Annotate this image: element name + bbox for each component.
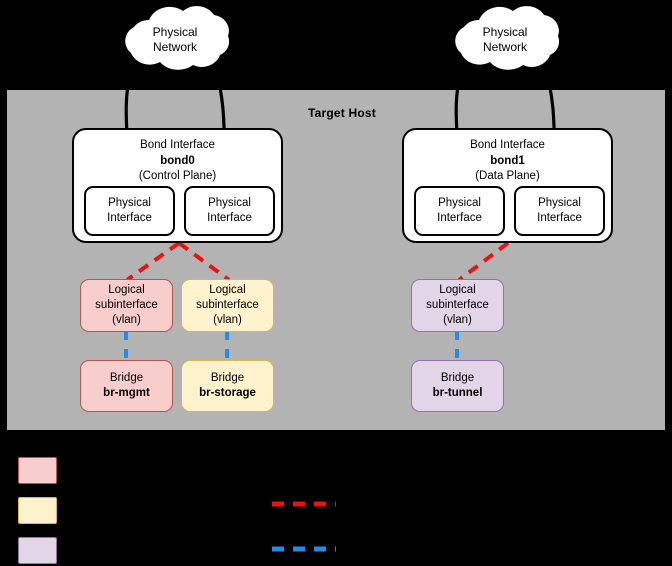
bond0-header: Bond Interface bond0 (Control Plane) — [74, 138, 281, 185]
legend-swatch-mgmt — [18, 457, 57, 484]
cloud-right-line2: Network — [482, 40, 527, 54]
bond-group-bond1[interactable]: Bond Interface bond1 (Data Plane) Physic… — [402, 128, 613, 243]
bond1-role: (Data Plane) — [475, 170, 540, 183]
bond1-physical-interface-2[interactable]: Physical Interface — [514, 186, 605, 236]
bond1-nic2-line1: Physical — [538, 197, 581, 210]
vlan-tunnel-line2: subinterface — [426, 299, 489, 312]
cloud-left-label: Physical Network — [120, 8, 230, 78]
bond1-name: bond1 — [490, 154, 525, 167]
br-mgmt-name: br-mgmt — [103, 387, 150, 399]
vlan-link-bond1-tunnel — [457, 241, 510, 282]
bond0-title: Bond Interface — [140, 139, 215, 151]
bond1-nic1-line1: Physical — [438, 197, 481, 210]
vlan-link-bond0-mgmt — [125, 241, 181, 282]
br-tunnel-name: br-tunnel — [432, 387, 483, 399]
cloud-left: Physical Network — [120, 8, 230, 78]
bridge-br-storage[interactable]: Bridge br-storage — [181, 360, 274, 412]
cloud-left-line2: Network — [152, 40, 197, 54]
vlan-tunnel-line1: Logical — [439, 284, 476, 297]
bond0-physical-interface-2[interactable]: Physical Interface — [184, 186, 275, 236]
cloud-right-label: Physical Network — [450, 8, 560, 78]
cloud-right-shape — [455, 6, 560, 70]
bond0-nic1-line1: Physical — [108, 197, 151, 210]
logical-subinterface-mgmt[interactable]: Logical subinterface (vlan) — [80, 279, 173, 332]
bond1-header: Bond Interface bond1 (Data Plane) — [404, 138, 611, 185]
logical-subinterface-tunnel[interactable]: Logical subinterface (vlan) — [411, 279, 504, 332]
cloud-right: Physical Network — [450, 8, 560, 78]
bond0-nic2-line2: Interface — [207, 212, 252, 224]
bond1-nic2-line2: Interface — [537, 212, 582, 224]
bond0-physical-interface-1[interactable]: Physical Interface — [84, 186, 175, 236]
cloud-left-line1: Physical — [152, 25, 198, 39]
target-host-title: Target Host — [308, 106, 376, 120]
vlan-link-bond0-storage — [177, 241, 231, 282]
vlan-storage-line1: Logical — [209, 284, 246, 297]
vlan-storage-line3: (vlan) — [213, 313, 242, 326]
bridge-br-tunnel[interactable]: Bridge br-tunnel — [411, 360, 504, 412]
bond1-title: Bond Interface — [470, 139, 545, 151]
legend-swatch-tunnel — [18, 537, 57, 564]
vlan-storage-line2: subinterface — [196, 299, 259, 312]
bond0-role: (Control Plane) — [138, 170, 217, 183]
logical-subinterface-storage[interactable]: Logical subinterface (vlan) — [181, 279, 274, 332]
vlan-tunnel-line3: (vlan) — [443, 313, 472, 326]
bond1-physical-interface-1[interactable]: Physical Interface — [414, 186, 505, 236]
vlan-mgmt-line3: (vlan) — [112, 313, 141, 326]
bridge-br-mgmt[interactable]: Bridge br-mgmt — [80, 360, 173, 412]
br-storage-name: br-storage — [199, 387, 256, 399]
cloud-right-line1: Physical — [482, 25, 528, 39]
bond0-nic1-line2: Interface — [107, 212, 152, 224]
legend-swatch-storage — [18, 497, 57, 524]
bond0-nic2-line1: Physical — [208, 197, 251, 210]
bond0-name: bond0 — [160, 154, 195, 167]
cloud-left-shape — [125, 6, 230, 70]
br-storage-line1: Bridge — [210, 372, 245, 385]
bond-group-bond0[interactable]: Bond Interface bond0 (Control Plane) Phy… — [72, 128, 283, 243]
br-tunnel-line1: Bridge — [440, 372, 475, 385]
vlan-mgmt-line2: subinterface — [95, 299, 158, 312]
vlan-mgmt-line1: Logical — [108, 284, 145, 297]
br-mgmt-line1: Bridge — [109, 372, 144, 385]
bond1-nic1-line2: Interface — [437, 212, 482, 224]
